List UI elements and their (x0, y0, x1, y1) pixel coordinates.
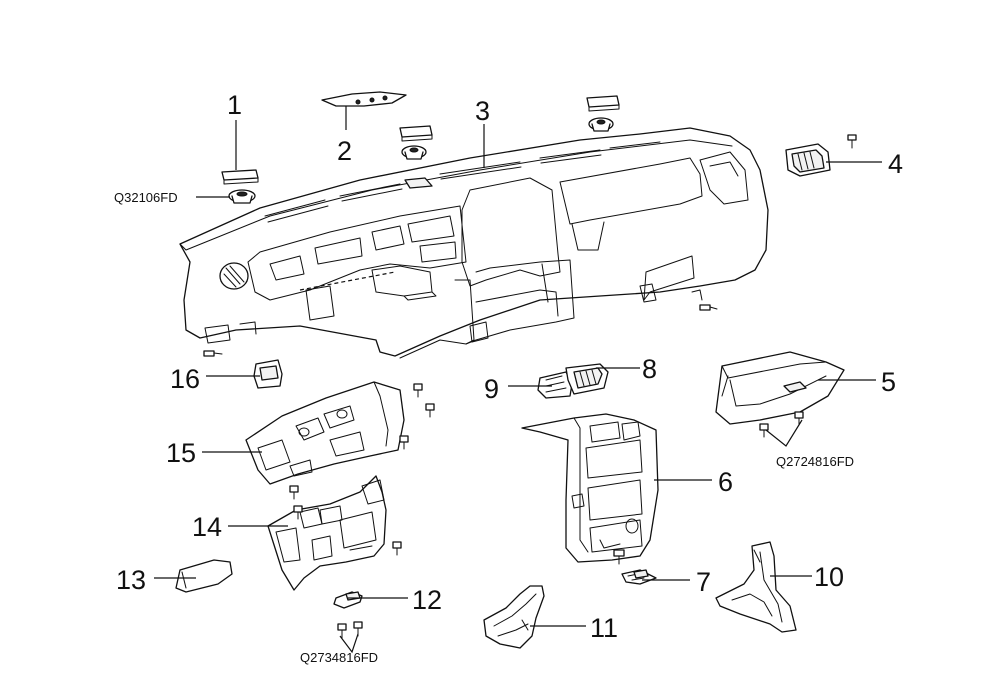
part-6-center-panel (521, 413, 659, 563)
screw-vent-right (847, 134, 857, 149)
screw-glovebox-b (794, 411, 804, 426)
part-code-screw-glovebox: Q2724816FD (776, 454, 854, 469)
callout-9: 9 (484, 374, 499, 404)
screw-glovebox-a (759, 423, 769, 438)
callout-10: 10 (814, 562, 844, 592)
part-4-side-vent (785, 143, 831, 177)
part-code-clip-top: Q32106FD (114, 190, 178, 205)
callout-8: 8 (642, 354, 657, 384)
part-11-left-trim (483, 585, 545, 649)
leader-lines (154, 106, 882, 654)
callout-15: 15 (166, 438, 196, 468)
part-clip-q32106fd (228, 189, 256, 204)
screw-lower-panel (392, 541, 402, 556)
part-9-center-vent-left (537, 371, 573, 399)
callout-11: 11 (590, 613, 618, 643)
screw-center-panel (613, 549, 625, 565)
part-15-cluster-bezel (245, 381, 405, 485)
callout-4: 4 (888, 149, 903, 179)
screw-bottom-a (337, 623, 347, 639)
screw-cluster-c (399, 435, 409, 450)
callout-1: 1 (227, 90, 242, 120)
part-16-switch (253, 359, 283, 389)
speaker-cap-right (586, 95, 620, 132)
part-13-cover (175, 559, 233, 593)
callout-3: 3 (475, 96, 490, 126)
part-14-lower-panel (267, 475, 387, 591)
callout-14: 14 (192, 512, 222, 542)
callout-16: 16 (170, 364, 200, 394)
screw-dash-left (203, 350, 223, 357)
part-5-glovebox (715, 351, 845, 425)
screw-cluster-b (425, 403, 435, 418)
part-2-trim-strip (321, 91, 407, 107)
part-7-bracket (621, 569, 657, 585)
screw-lower-left-b (293, 505, 303, 520)
part-3-dashboard-main (179, 127, 769, 359)
part-10-right-trim (715, 541, 797, 633)
part-1-cap (221, 169, 259, 185)
speaker-cap-center (399, 125, 433, 160)
part-12-clip (333, 591, 363, 609)
screw-cluster-a (413, 383, 423, 398)
callout-6: 6 (718, 467, 733, 497)
screw-dash-right (699, 304, 718, 311)
part-code-screw-bottom: Q2734816FD (300, 650, 378, 665)
callout-5: 5 (881, 367, 896, 397)
screw-bottom-b (353, 621, 363, 637)
callout-13: 13 (116, 565, 146, 595)
callout-7: 7 (696, 567, 711, 597)
part-8-center-vent-right (565, 363, 609, 395)
screw-lower-left (289, 485, 299, 500)
callout-12: 12 (412, 585, 442, 615)
callout-2: 2 (337, 136, 352, 166)
